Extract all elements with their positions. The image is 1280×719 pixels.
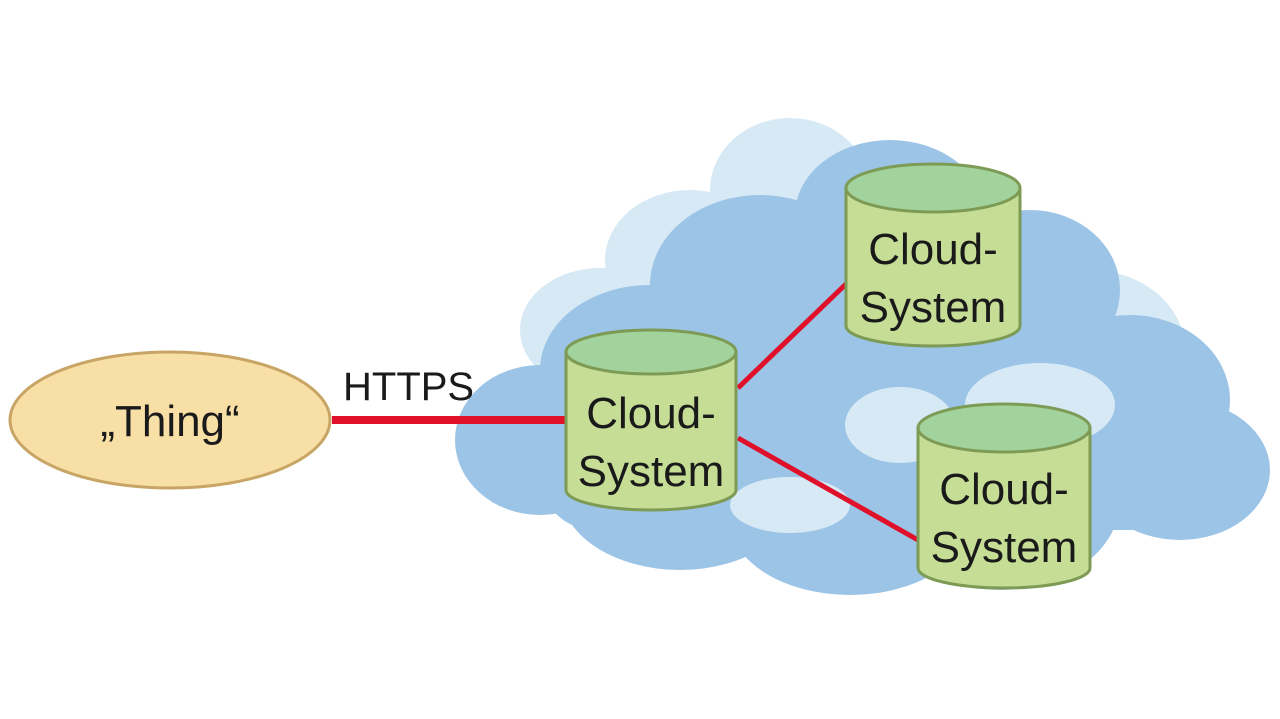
cloud-system-label-line2: System — [578, 447, 725, 496]
cloud-system-label-line1: Cloud- — [868, 225, 998, 274]
cloud-system-label-line2: System — [860, 283, 1007, 332]
protocol-label: HTTPS — [343, 365, 474, 409]
connection-line-lower — [736, 435, 920, 543]
connections — [332, 282, 920, 543]
connection-line-upper — [736, 282, 848, 390]
cloud-system-cylinder-upper: Cloud- System — [844, 162, 1022, 348]
cloud-system-label-line1: Cloud- — [586, 389, 716, 438]
thing-label: „Thing“ — [100, 397, 239, 446]
cloud-system-label-line1: Cloud- — [939, 465, 1069, 514]
thing-node: „Thing“ — [8, 350, 332, 490]
cloud-system-label-line2: System — [931, 523, 1078, 572]
cloud-system-cylinder-central: Cloud- System — [564, 328, 738, 512]
cloud-system-cylinder-lower: Cloud- System — [916, 402, 1092, 590]
